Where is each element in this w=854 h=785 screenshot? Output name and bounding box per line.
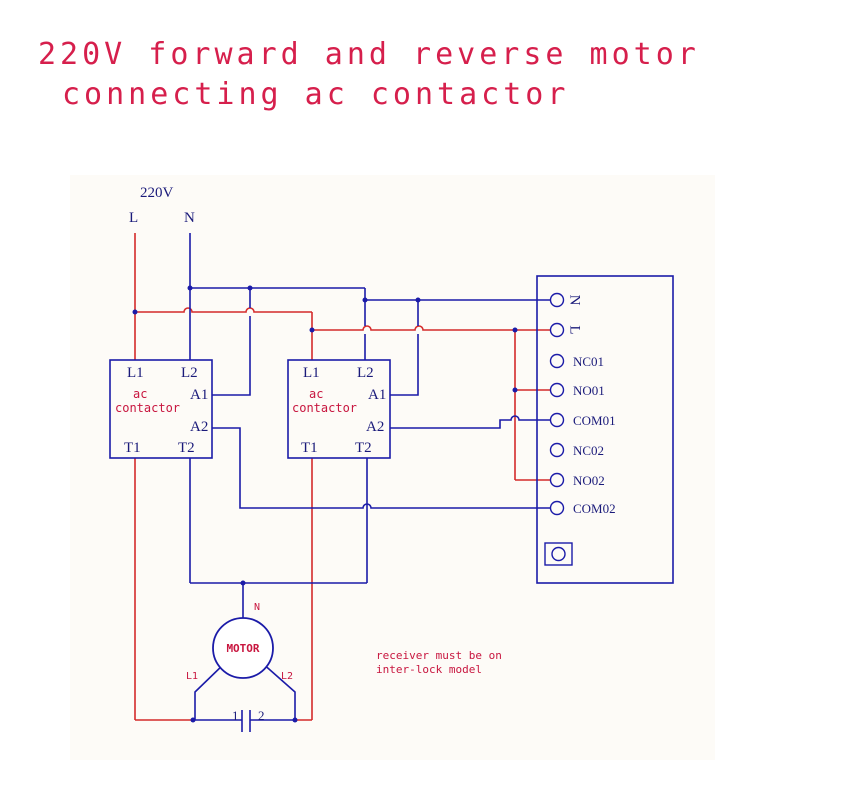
contactor1-a1-label: A1	[190, 387, 208, 403]
diagram-panel	[70, 175, 715, 760]
receiver-terminal-l-label: L	[567, 325, 583, 334]
capacitor-pin2-label: 2	[258, 708, 265, 723]
contactor-2: L1 L2 A1 A2 T1 T2 ac contactor	[287, 359, 391, 459]
contactor1-l2-label: L2	[181, 365, 198, 381]
receiver-terminals	[549, 292, 565, 516]
contactor1-l1-label: L1	[127, 365, 144, 381]
capacitor-pin1-label: 1	[232, 708, 239, 723]
contactor-1: L1 L2 A1 A2 T1 T2 ac contactor	[109, 359, 213, 459]
neutral-wires	[189, 233, 550, 721]
note-line2: inter-lock model	[376, 663, 482, 676]
junction-dots	[132, 285, 518, 723]
motor-n-label: N	[254, 602, 260, 613]
note-line1: receiver must be on	[376, 649, 502, 662]
contactor2-l2-label: L2	[357, 365, 374, 381]
receiver-terminal-no02-label: NO02	[573, 473, 605, 488]
contactor1-a2-label: A2	[190, 419, 208, 435]
motor-l1-label: L1	[186, 671, 198, 682]
diagram-title-line1: 220V forward and reverse motor	[38, 37, 700, 72]
diagram-title-line2: connecting ac contactor	[62, 77, 570, 112]
contactor2-a1-label: A1	[368, 387, 386, 403]
receiver-button-icon	[551, 546, 566, 562]
motor-symbol	[212, 617, 274, 679]
receiver-button	[544, 542, 573, 566]
receiver-terminal-no01-label: NO01	[573, 383, 605, 398]
live-wires	[134, 233, 550, 721]
contactor1-name-line1: ac	[133, 387, 147, 401]
contactor2-a2-label: A2	[366, 419, 384, 435]
receiver-terminal-com01-label: COM01	[573, 413, 616, 428]
receiver-terminal-nc01-label: NC01	[573, 354, 604, 369]
receiver-module	[536, 275, 674, 584]
receiver-terminal-n-label: N	[567, 295, 583, 306]
receiver-terminal-com02-label: COM02	[573, 501, 616, 516]
contactor2-t2-label: T2	[355, 440, 372, 456]
motor-l2-label: L2	[281, 671, 293, 682]
motor-label: MOTOR	[226, 642, 259, 655]
supply-voltage-label: 220V	[140, 185, 174, 201]
contactor1-t1-label: T1	[124, 440, 141, 456]
contactor1-name-line2: contactor	[115, 401, 180, 415]
supply-live-label: L	[129, 210, 138, 226]
contactor2-name-line2: contactor	[292, 401, 357, 415]
contactor2-l1-label: L1	[303, 365, 320, 381]
contactor2-t1-label: T1	[301, 440, 318, 456]
capacitor-symbol	[241, 710, 251, 732]
supply-neutral-label: N	[184, 210, 195, 226]
receiver-terminal-nc02-label: NC02	[573, 443, 604, 458]
contactor1-t2-label: T2	[178, 440, 195, 456]
contactor2-name-line1: ac	[309, 387, 323, 401]
